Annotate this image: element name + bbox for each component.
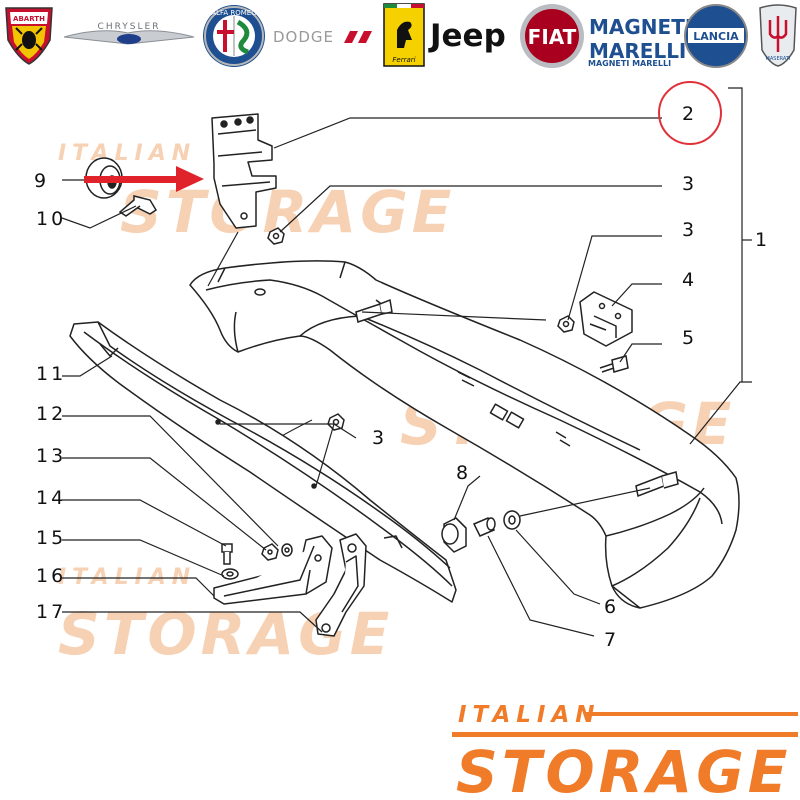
svg-text:MARELLI: MARELLI: [589, 39, 686, 63]
washer-15: [221, 568, 239, 580]
alfa-romeo-roundel: ALFA ROMEO: [203, 5, 265, 67]
svg-text:MAGNETI: MAGNETI: [589, 15, 692, 39]
bumper-stud: [355, 298, 679, 498]
svg-text:STORAGE: STORAGE: [456, 738, 791, 800]
svg-text:CHRYSLER: CHRYSLER: [98, 22, 161, 32]
svg-text:ABARTH: ABARTH: [13, 15, 45, 23]
magneti-marelli-wordmark: MAGNETI MARELLI MAGNETI MARELLI: [588, 15, 692, 68]
bumper-cover: [189, 260, 740, 609]
watermark-top: ITALIAN STORAGE: [58, 141, 455, 246]
svg-text:Ferrari: Ferrari: [392, 56, 415, 64]
lancia-shield: LANCIA: [684, 4, 748, 68]
maserati-trident-badge: MASERATI: [759, 4, 797, 67]
nuts-12-13: [261, 543, 293, 561]
svg-text:ITALIAN: ITALIAN: [458, 702, 601, 728]
callout-10: 10: [36, 208, 66, 230]
svg-text:MAGNETI MARELLI: MAGNETI MARELLI: [588, 59, 671, 68]
svg-text:Jeep: Jeep: [428, 18, 506, 54]
svg-text:DODGE: DODGE: [273, 28, 334, 46]
callout-3-middle: 3: [372, 427, 387, 449]
callout-6: 6: [604, 596, 619, 618]
callout-17: 17: [36, 601, 66, 623]
red-pointer-arrow: [84, 166, 204, 192]
hex-nut-3c: [327, 413, 345, 431]
svg-text:LANCIA: LANCIA: [693, 30, 739, 43]
callout-11: 11: [36, 363, 66, 385]
callout-3-right: 3: [682, 219, 697, 241]
mounting-bracket: [211, 113, 277, 229]
spacer-sleeve: [472, 517, 496, 537]
svg-text:ALFA ROMEO: ALFA ROMEO: [211, 9, 257, 17]
stud-bolt: [599, 355, 629, 373]
callout-4: 4: [682, 269, 697, 291]
italian-storage-logo: ITALIAN STORAGE: [452, 702, 798, 800]
callout-13: 13: [36, 445, 66, 467]
svg-text:FIAT: FIAT: [528, 25, 577, 49]
dodge-wordmark: DODGE: [273, 28, 372, 46]
ferrari-prancing-horse-shield: Ferrari: [383, 3, 425, 67]
callout-labels: 1 2 3 3 3 4 5 6 7 8 9 10 11 12 13 14 15 …: [34, 103, 770, 651]
fiat-roundel: FIAT: [520, 4, 584, 68]
callout-12: 12: [36, 403, 66, 425]
hex-nut-3b: [557, 315, 575, 333]
jeep-wordmark: Jeep: [428, 18, 506, 54]
screw-bolt: [118, 195, 158, 217]
flat-washer: [503, 510, 521, 530]
svg-text:MASERATI: MASERATI: [766, 56, 791, 62]
svg-text:STORAGE: STORAGE: [120, 178, 455, 246]
rubber-buffer: [441, 517, 467, 553]
callout-8: 8: [456, 462, 471, 484]
leader-lines: [61, 87, 752, 637]
svg-text:ITALIAN: ITALIAN: [58, 141, 196, 166]
callout-15: 15: [36, 527, 66, 549]
callout-9: 9: [34, 170, 49, 192]
callout-16: 16: [36, 565, 66, 587]
side-bracket: [579, 291, 633, 347]
brand-logo-bar: ABARTH CHRYSLER ALFA ROMEO DODGE Ferrari…: [5, 3, 797, 68]
callout-5: 5: [682, 327, 697, 349]
vertical-bracket: [315, 533, 367, 637]
bolt-14: [221, 543, 233, 565]
callout-2-highlight-circle: [658, 81, 722, 145]
callout-14: 14: [36, 487, 66, 509]
chrysler-wings-badge: CHRYSLER: [63, 22, 195, 45]
callout-7: 7: [604, 629, 619, 651]
lower-mount-bracket: [213, 535, 333, 605]
callout-2: 2: [682, 103, 697, 125]
callout-3-top: 3: [682, 173, 697, 195]
abarth-scorpion-badge: ABARTH: [5, 7, 53, 65]
bumper-reinforcement-beam: [69, 321, 457, 603]
callout-1: 1: [755, 229, 770, 251]
